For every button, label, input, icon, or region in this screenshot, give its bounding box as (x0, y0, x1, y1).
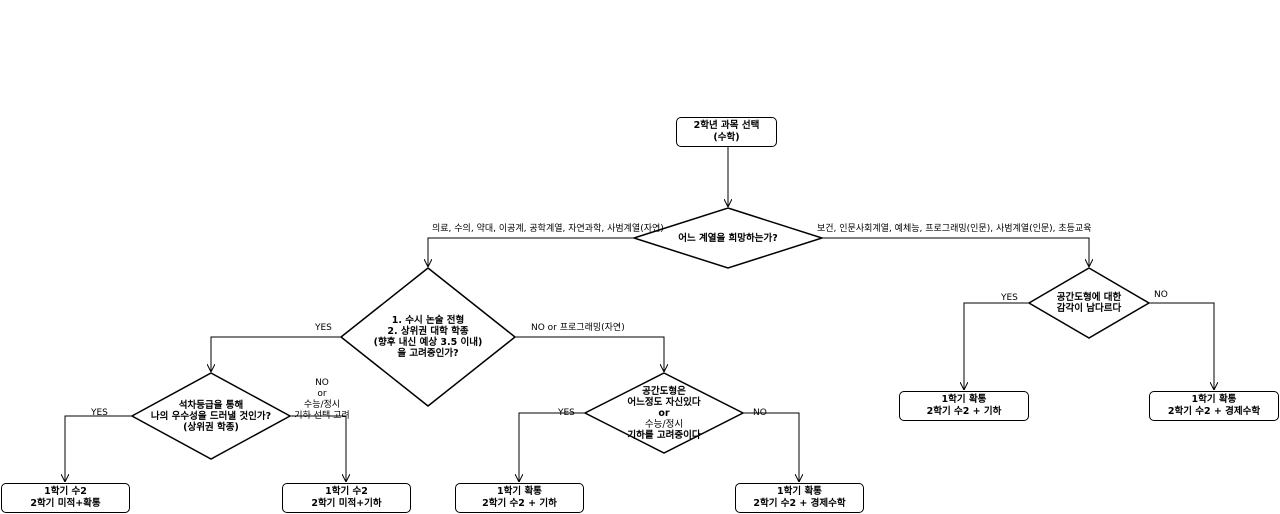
grade-line-3: (상위권 학종) (183, 421, 239, 433)
decision-essay[interactable]: 1. 수시 논술 전형 2. 상위권 대학 학종 (향후 내신 예상 3.5 이… (350, 310, 506, 364)
space-right-line-1: 공간도형에 대한 (1056, 292, 1122, 303)
essay-line-4: 을 고려중인가? (397, 348, 459, 359)
edge-label-field-left: 의료, 수의, 약대, 이공계, 공학계열, 자연과학, 사범계열(자연) (432, 224, 664, 234)
edge-label-grade-no: NO or 수능/정시 기하 선택 고려 (287, 378, 357, 422)
decision-essay-shape (339, 267, 517, 407)
edge-label-space-left-yes: YES (558, 408, 575, 418)
decision-space-right[interactable]: 공간도형에 대한 감각이 남다르다 (1039, 290, 1139, 316)
field-line-1: 어느 계열을 희망하는가? (678, 232, 778, 244)
space-left-line-3: or (658, 407, 670, 419)
grade-no-line-1: NO (315, 378, 329, 388)
edge-essay-no (515, 336, 664, 371)
essay-line-2: 2. 상위권 대학 학종 (387, 326, 469, 337)
decision-field-shape (631, 207, 825, 269)
leaf2-line-1: 1학기 수2 (325, 486, 368, 497)
leaf1-line-1: 1학기 수2 (44, 486, 87, 497)
leaf4-line-1: 1학기 확통 (777, 486, 822, 497)
space-left-line-1: 공간도형은 (642, 385, 686, 397)
leaf5-line-2: 2학기 수2 + 기하 (926, 406, 1002, 417)
edge-space-right-yes (964, 302, 1029, 389)
edge-essay-yes (211, 336, 341, 371)
edge-label-essay-yes: YES (315, 323, 332, 333)
edge-field-right (822, 237, 1089, 266)
edge-space-right-no (1149, 302, 1214, 389)
leaf6-line-2: 2학기 수2 + 경제수학 (1167, 406, 1261, 417)
grade-no-line-4: 기하 선택 고려 (294, 411, 350, 421)
decision-grade-shape (130, 372, 292, 460)
leaf4-line-2: 2학기 수2 + 경제수학 (753, 498, 846, 509)
decision-space-right-shape (1027, 267, 1151, 339)
leaf6-line-1: 1학기 확통 (1191, 394, 1237, 405)
leaf2-line-2: 2학기 미적+기하 (311, 498, 382, 509)
edge-label-grade-yes: YES (91, 408, 108, 418)
edge-label-essay-no: NO or 프로그래밍(자연) (531, 323, 625, 333)
edge-space-left-no (743, 412, 799, 481)
decision-space-left[interactable]: 공간도형은 어느정도 자신있다 or 수능/정시 기하를 고려중이다 (594, 385, 734, 441)
leaf5-line-1: 1학기 확통 (941, 394, 987, 405)
leaf3-line-1: 1학기 확통 (497, 486, 542, 497)
leaf1-line-2: 2학기 미적+확통 (30, 498, 101, 509)
edge-grade-no (290, 415, 346, 481)
decision-space-left-shape (583, 372, 745, 454)
essay-line-3: (향후 내신 예상 3.5 이내) (373, 337, 483, 348)
decision-field[interactable]: 어느 계열을 희망하는가? (648, 226, 808, 250)
root-line-1: 2학년 과목 선택 (693, 120, 760, 131)
root-line-2: (수학) (713, 132, 740, 143)
grade-no-line-3: 수능/정시 (303, 400, 341, 410)
edge-field-left (428, 237, 634, 266)
leaf3-line-2: 2학기 수2 + 기하 (482, 498, 557, 509)
grade-line-1: 석차등급을 통해 (178, 399, 244, 411)
edge-label-space-left-no: NO (753, 408, 767, 418)
root-box[interactable]: 2학년 과목 선택(수학) (676, 117, 777, 147)
decision-grade[interactable]: 석차등급을 통해 나의 우수성을 드러낼 것인가? (상위권 학종) (136, 397, 286, 435)
grade-no-line-2: or (317, 389, 327, 399)
edge-space-left-yes (519, 412, 585, 481)
edge-grade-yes (65, 415, 132, 481)
grade-line-2: 나의 우수성을 드러낼 것인가? (150, 410, 272, 422)
edge-label-field-right: 보건, 인문사회계열, 예체능, 프로그래밍(인문), 사범계열(인문), 초등… (817, 224, 1092, 234)
edge-label-space-right-no: NO (1154, 290, 1168, 300)
space-left-line-4: 수능/정시 (644, 418, 684, 430)
space-left-line-5: 기하를 고려중이다 (627, 429, 701, 441)
space-right-line-2: 감각이 남다르다 (1056, 303, 1122, 314)
edge-label-space-right-yes: YES (1001, 293, 1018, 303)
space-left-line-2: 어느정도 자신있다 (627, 396, 701, 408)
essay-line-1: 1. 수시 논술 전형 (391, 315, 465, 326)
